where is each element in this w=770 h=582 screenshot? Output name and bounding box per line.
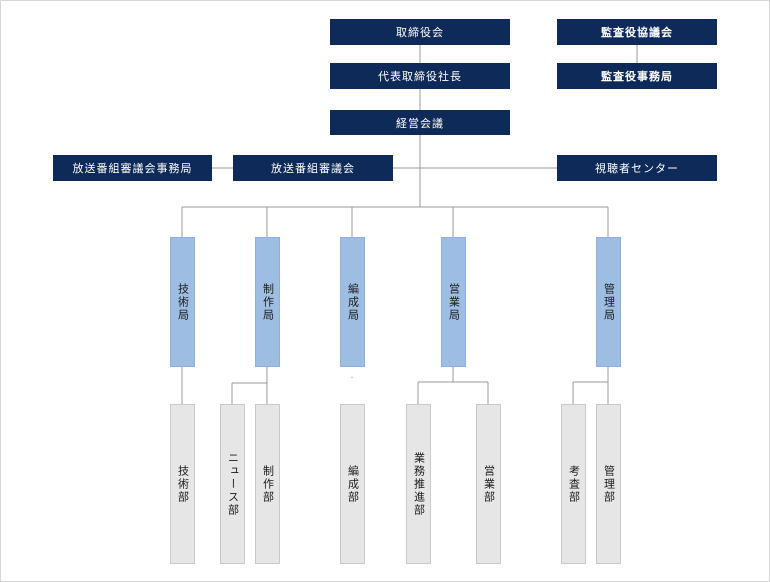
- bureau-seisaku: 制作局: [255, 237, 280, 367]
- board-box: 取締役会: [330, 19, 510, 45]
- dept-eigyo: 営業部: [476, 404, 501, 564]
- audit-council-box: 監査役協議会: [557, 19, 717, 45]
- management-meeting-box: 経営会議: [330, 110, 510, 135]
- dept-kanri: 管理部: [596, 404, 621, 564]
- president-box: 代表取締役社長: [330, 63, 510, 89]
- broadcast-council-box: 放送番組審議会: [233, 155, 393, 181]
- bureau-gijutsu: 技術局: [170, 237, 195, 367]
- bureau-eigyo: 営業局: [441, 237, 466, 367]
- viewer-center-box: 視聴者センター: [557, 155, 717, 181]
- dept-kousa: 考査部: [561, 404, 586, 564]
- bureau-hensei: 編成局: [340, 237, 365, 367]
- dept-hensei: 編成部: [340, 404, 365, 564]
- audit-office-box: 監査役事務局: [557, 63, 717, 89]
- dept-gijutsu: 技術部: [170, 404, 195, 564]
- dept-gyomu-suishin: 業務推進部: [406, 404, 431, 564]
- dept-seisaku: 制作部: [255, 404, 280, 564]
- broadcast-secretariat-box: 放送番組審議会事務局: [53, 155, 212, 181]
- bureau-kanri: 管理局: [596, 237, 621, 367]
- dept-news: ニュース部: [220, 404, 245, 564]
